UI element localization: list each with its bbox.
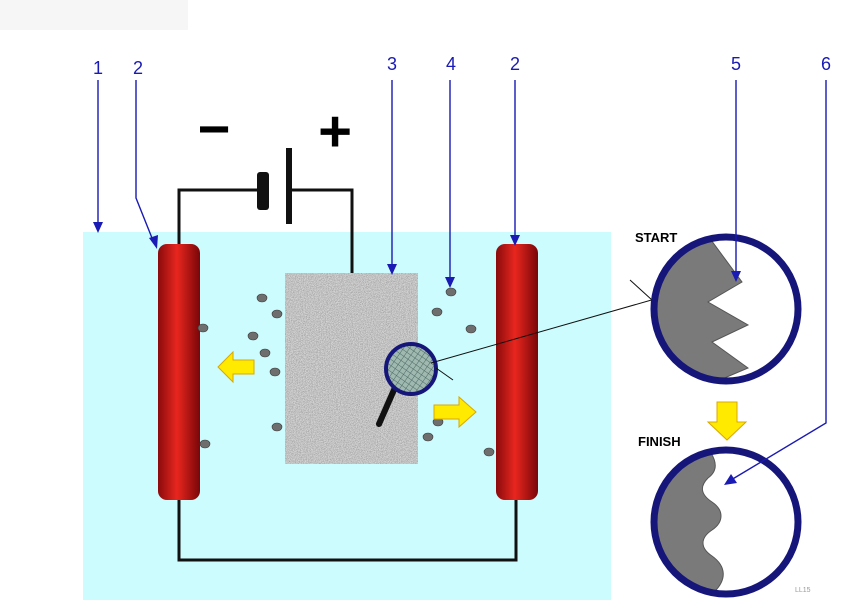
corner-mark: LL15 [795, 587, 811, 594]
battery-positive-plate [286, 148, 292, 224]
arrow-down-icon [706, 401, 748, 441]
arrow-left-icon [217, 350, 255, 384]
metal-ions [197, 287, 495, 457]
callout-arrowheads [93, 222, 741, 485]
callout-number: 4 [446, 54, 456, 74]
zoom-lines [430, 279, 656, 381]
callout-number: 5 [731, 54, 741, 74]
callout-number: 2 [510, 54, 520, 74]
title-bar [0, 0, 188, 30]
callout-leaders [97, 80, 827, 481]
battery: − + [198, 97, 352, 224]
callout-number: 1 [93, 58, 103, 78]
finish-label: FINISH [638, 434, 681, 449]
start-label: START [635, 230, 677, 245]
cathode-left [158, 244, 200, 500]
circuit-wires [177, 188, 518, 562]
callout-number: 2 [133, 58, 143, 78]
callout-number: 3 [387, 54, 397, 74]
detail-start [650, 233, 802, 385]
cathode-right [496, 244, 538, 500]
battery-negative-plate [257, 172, 269, 210]
arrow-right-icon [433, 395, 477, 429]
battery-negative-sign: − [198, 97, 231, 160]
magnifier-icon [376, 342, 438, 427]
battery-positive-sign: + [318, 99, 352, 164]
callout-number: 6 [821, 54, 831, 74]
detail-finish [650, 446, 802, 598]
